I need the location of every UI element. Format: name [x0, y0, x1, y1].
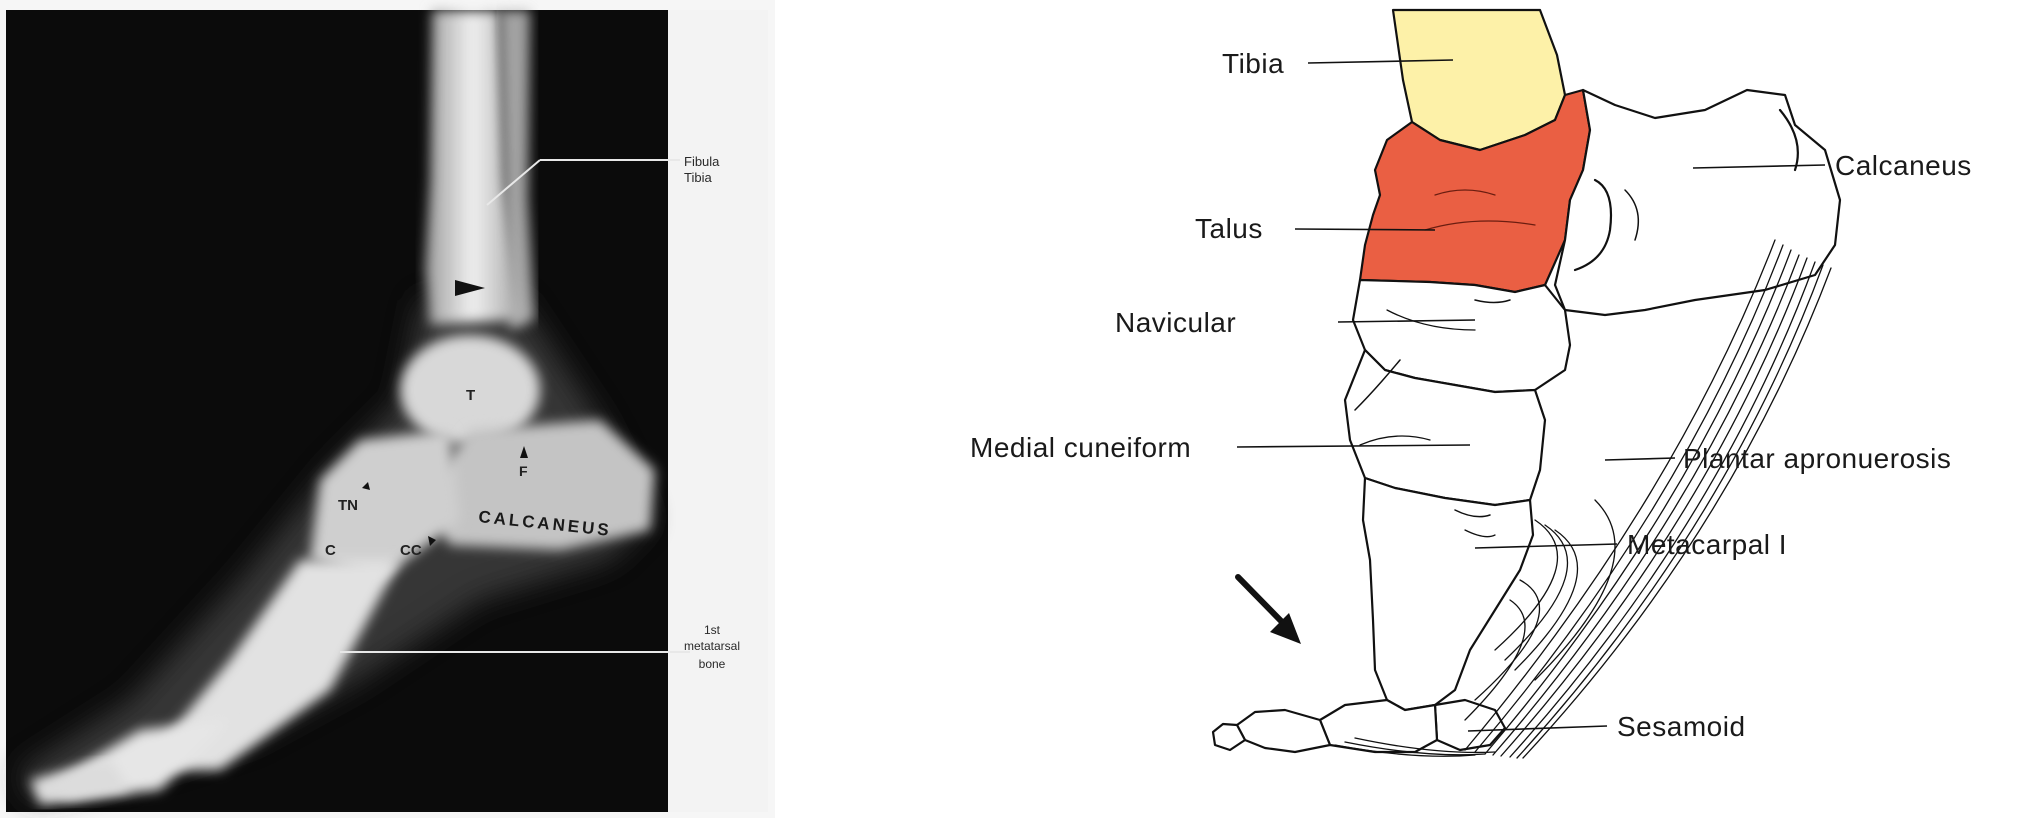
xray-arrowhead	[455, 280, 485, 296]
xray-fibula-shape	[500, 10, 535, 330]
xray-label-f: F	[519, 463, 528, 479]
foot-diagram: Tibia Talus Navicular Medial cuneiform C…	[970, 8, 1972, 759]
xray-panel: Fibula Tibia T F TN C CC CALCANEUS 1st m…	[0, 0, 775, 818]
label-navicular: Navicular	[1115, 307, 1236, 338]
leader-sesamoid	[1467, 725, 1608, 732]
xray-label-fibula: Fibula	[684, 154, 720, 169]
leader-metacarpal	[1474, 543, 1618, 549]
label-tibia: Tibia	[1222, 48, 1284, 79]
xray-label-metatarsal-2: metatarsal	[684, 639, 740, 653]
xray-label-tibia: Tibia	[684, 170, 712, 185]
label-medial-cuneiform: Medial cuneiform	[970, 432, 1191, 463]
leader-talus	[1294, 228, 1436, 231]
xray-label-tn: TN	[338, 497, 358, 514]
leader-calcaneus	[1692, 164, 1826, 169]
leader-medial-cuneiform	[1236, 444, 1471, 448]
metacarpal-bone	[1361, 476, 1535, 712]
medial-cuneiform-bone	[1343, 348, 1547, 507]
distal-phalanx	[1235, 708, 1332, 754]
label-talus: Talus	[1195, 213, 1263, 244]
xray-label-cc: CC	[400, 542, 422, 559]
leader-tibia	[1307, 59, 1454, 64]
xray-label-c: C	[325, 542, 336, 559]
foot-diagram-panel: Tibia Talus Navicular Medial cuneiform C…	[775, 0, 2024, 818]
xray-label-metatarsal-1: 1st	[704, 623, 721, 637]
plantar-aponeurosis-fibers	[1334, 239, 1832, 759]
xray-calcaneus-shape	[420, 420, 655, 550]
xray-image: Fibula Tibia T F TN C CC CALCANEUS 1st m…	[0, 0, 775, 818]
label-metacarpal: Metacarpal I	[1627, 529, 1787, 560]
arrow-icon	[1235, 574, 1301, 644]
xray-talus-shape	[400, 335, 540, 445]
xray-label-t: T	[466, 387, 475, 404]
label-sesamoid: Sesamoid	[1617, 711, 1746, 742]
label-plantar-aponeurosis: Plantar apronuerosis	[1683, 443, 1951, 474]
label-calcaneus: Calcaneus	[1835, 150, 1972, 181]
leader-navicular	[1337, 319, 1476, 323]
xray-tibia-shape	[425, 10, 520, 325]
calcaneus-bone	[1553, 88, 1842, 317]
proximal-phalanx	[1318, 698, 1439, 754]
leader-plantar	[1604, 457, 1676, 461]
xray-label-metatarsal-3: bone	[699, 657, 726, 671]
